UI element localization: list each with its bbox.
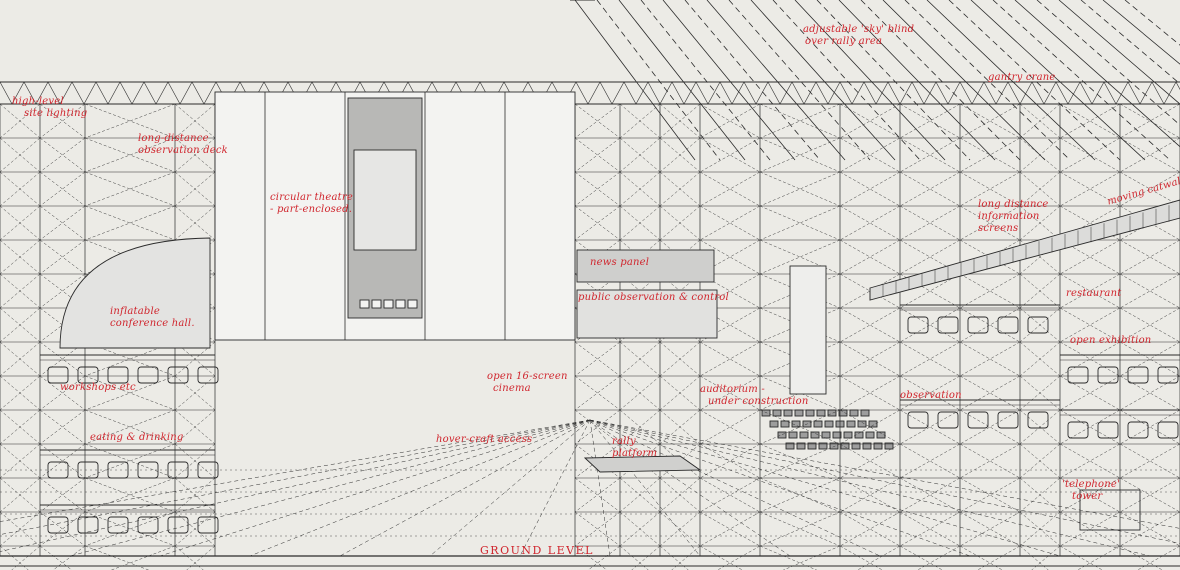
annotation-open-exhibition: open exhibition <box>1070 335 1152 346</box>
annotation-line: conference hall. <box>110 318 195 329</box>
annotation-workshops: workshops etc <box>60 382 136 393</box>
auditorium-seating <box>761 409 894 450</box>
annotation-telephone-tower: 'telephone' tower <box>1062 479 1120 503</box>
annotation-circular-theatre: circular theatre - part-enclosed. <box>270 192 353 216</box>
annotation-news-panel: news panel <box>590 257 650 268</box>
annotation-line: rally <box>612 436 636 447</box>
annotation-public-observation: public observation & control <box>578 292 729 303</box>
rally-platform <box>583 455 702 473</box>
news-panel <box>576 249 718 339</box>
annotation-line: screens <box>978 223 1019 234</box>
annotation-line: information <box>978 211 1040 222</box>
annotation-line: cinema <box>493 383 531 394</box>
annotation-ground-level: GROUND LEVEL <box>480 544 594 557</box>
tower-block <box>789 265 827 395</box>
annotation-line: long distance <box>978 199 1049 210</box>
annotation-observation-deck: long-distance observation deck <box>138 133 228 157</box>
annotation-restaurant: restaurant <box>1066 288 1122 299</box>
telephone-tower-box <box>1079 489 1141 531</box>
annotation-line: under construction <box>708 396 809 407</box>
annotation-line: inflatable <box>110 306 160 317</box>
inflatable-dome <box>59 237 211 349</box>
annotation-line: circular theatre <box>270 192 353 203</box>
perspective-floor-lines <box>0 419 1180 557</box>
annotation-eating-drinking: eating & drinking <box>90 432 184 443</box>
gantry-truss <box>0 81 1180 105</box>
annotation-line: observation deck <box>138 145 228 156</box>
circular-theatre-block <box>214 91 576 341</box>
annotation-line: 'telephone' <box>1062 479 1120 490</box>
annotation-line: auditorium - <box>700 384 765 395</box>
annotation-line: high-level <box>12 96 64 107</box>
annotation-line: adjustable 'sky' blind <box>803 24 915 35</box>
annotation-line: site lighting <box>24 108 88 119</box>
annotation-rally-platform: rally platform <box>612 436 657 460</box>
building-floors <box>40 304 1180 534</box>
annotation-line: open 16-screen <box>487 371 568 382</box>
annotation-line: tower <box>1072 491 1103 502</box>
ground-floor <box>0 555 1180 567</box>
annotation-sky-blind: adjustable 'sky' blind over rally area <box>803 24 914 48</box>
moving-catwalk <box>869 199 1180 301</box>
annotation-line: over rally area <box>805 36 883 47</box>
annotation-line: platform <box>612 448 658 459</box>
annotation-hovercraft-access: hover-craft access <box>436 434 533 445</box>
annotation-site-lighting: high-level site lighting <box>12 96 87 120</box>
annotation-cinema: open 16-screen cinema <box>487 371 568 395</box>
annotation-line: long-distance <box>138 133 209 144</box>
annotation-observation: observation <box>900 390 962 401</box>
annotation-info-screens: long distance information screens <box>978 199 1049 235</box>
annotation-inflatable-hall: inflatable conference hall. <box>110 306 195 330</box>
sky-blind <box>570 0 1180 161</box>
annotation-auditorium: auditorium - under construction <box>700 384 808 408</box>
annotation-gantry-crane: gantry crane <box>988 72 1056 83</box>
annotation-line: - part-enclosed. <box>270 204 353 215</box>
gantry-truss-web <box>0 81 1180 105</box>
